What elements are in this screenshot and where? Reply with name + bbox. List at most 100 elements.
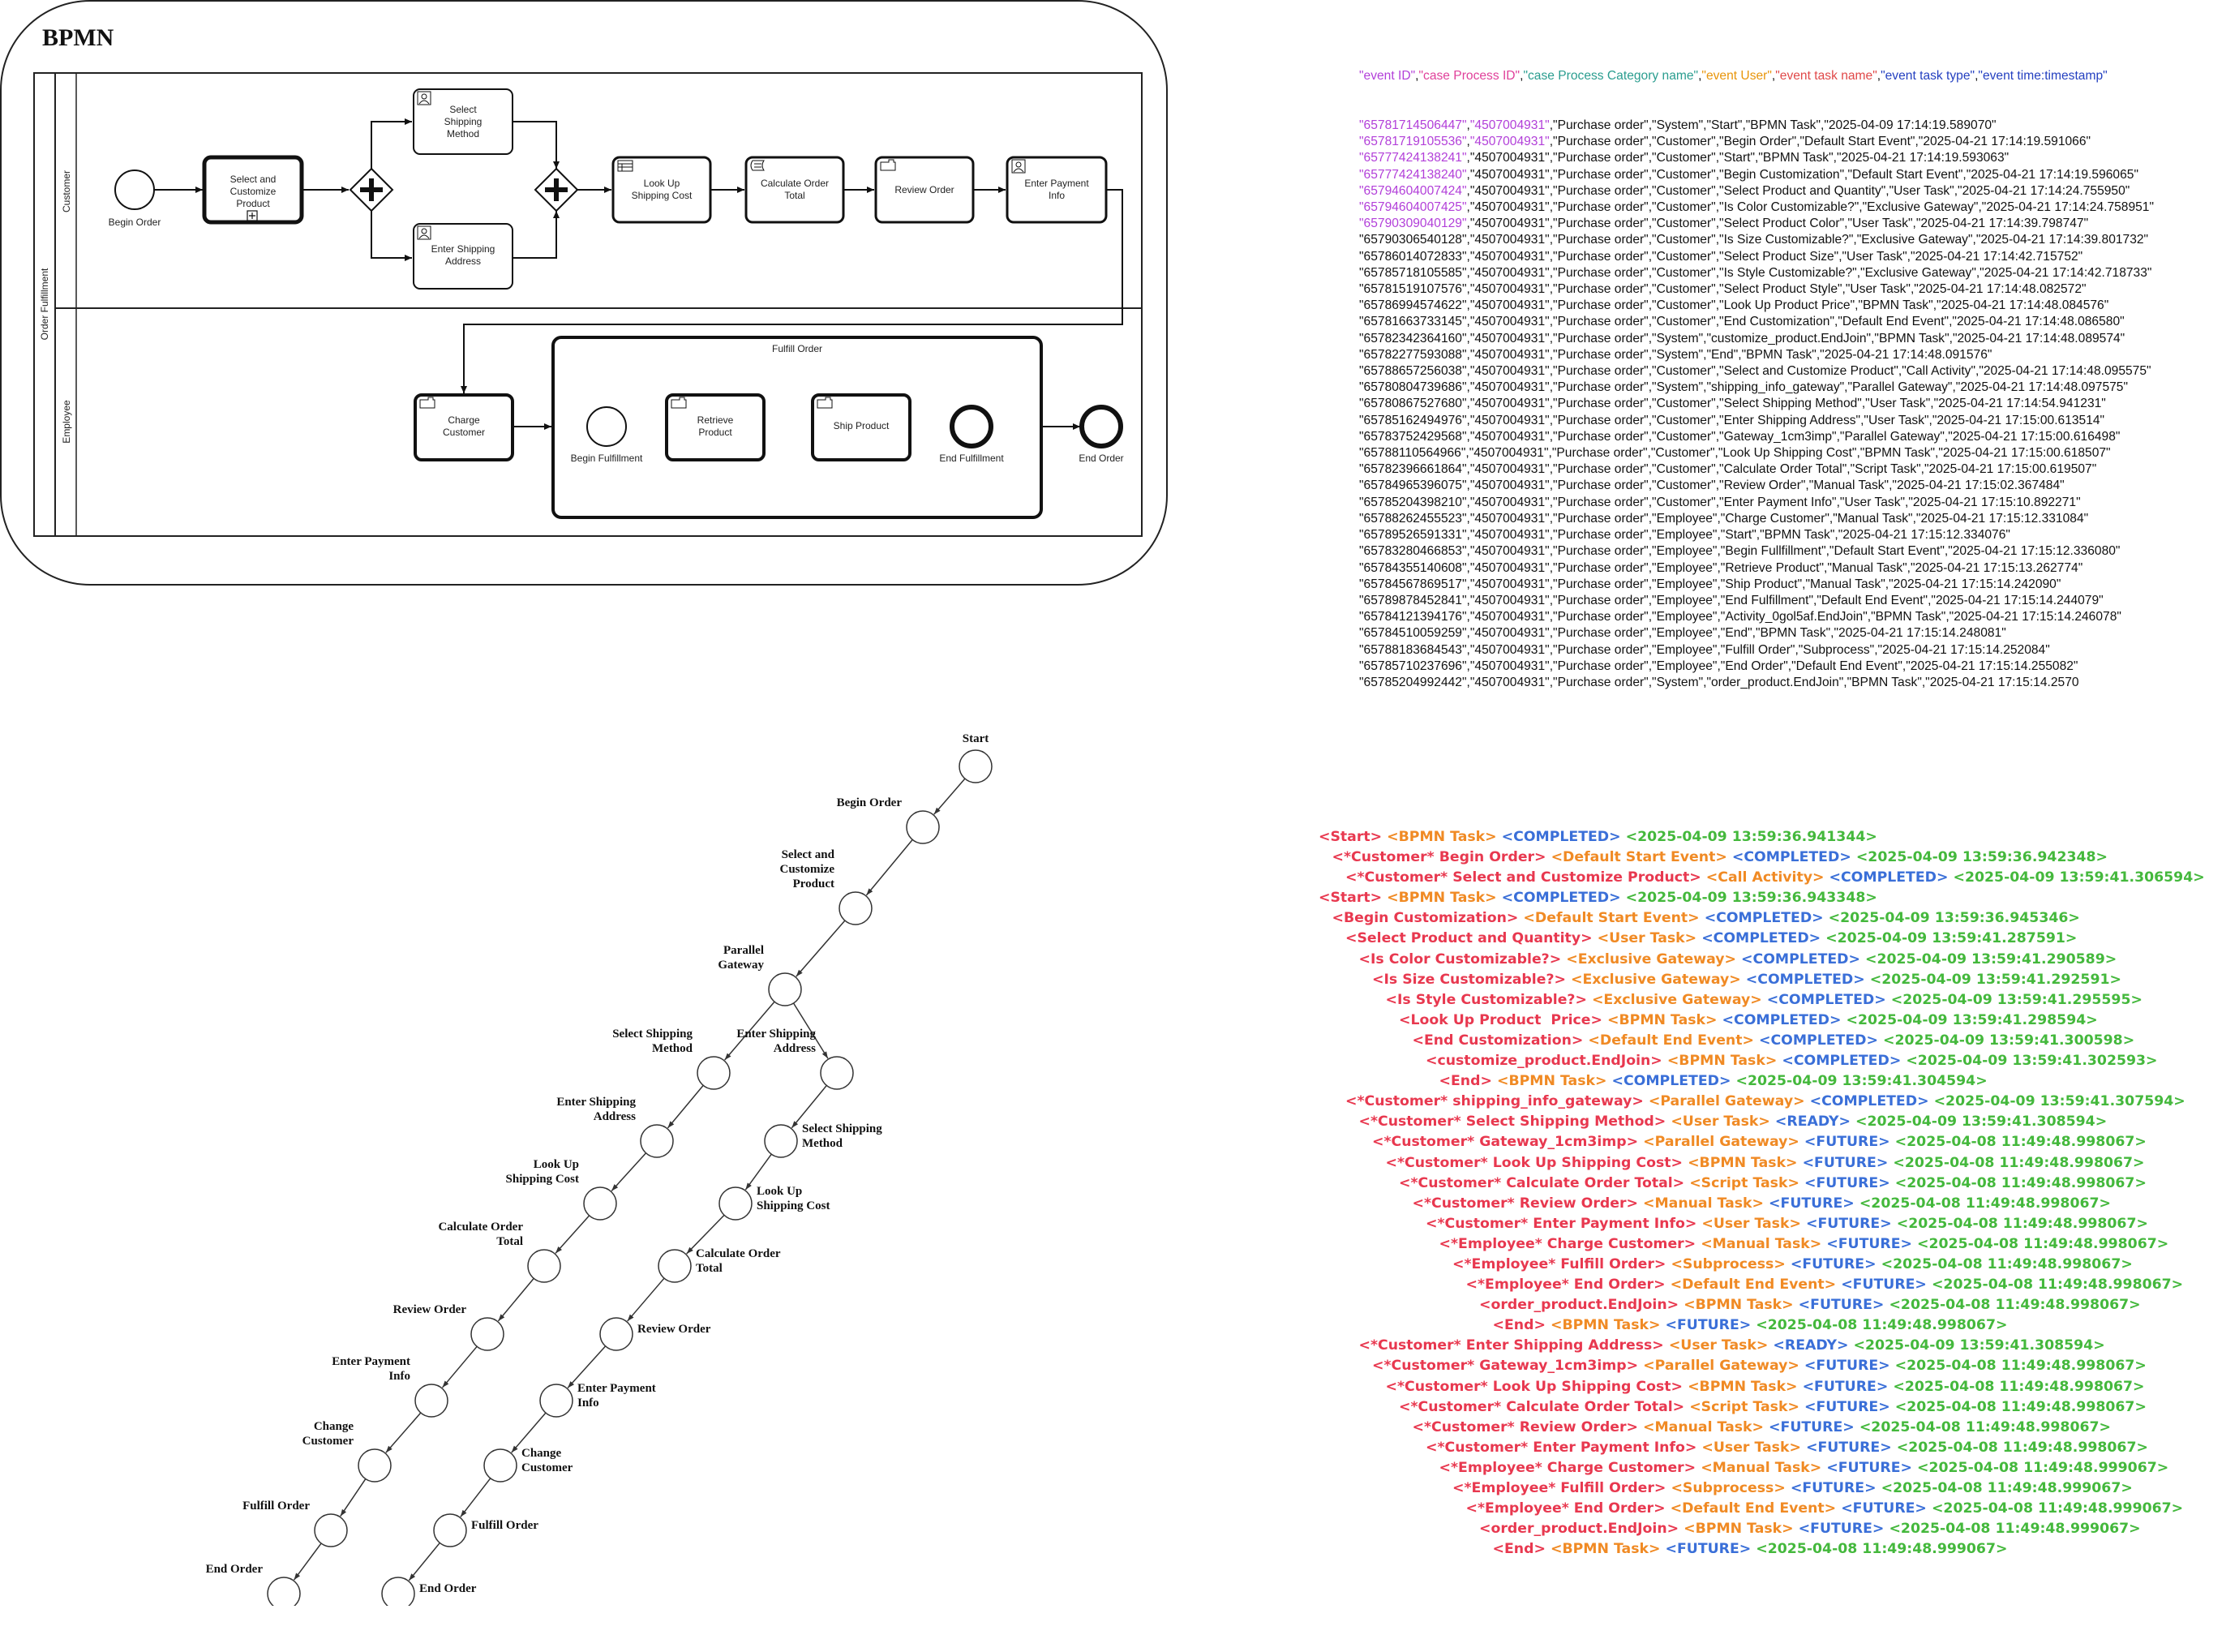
csv-header: "case Process ID" (1418, 69, 1521, 84)
tree-node-label: Fulfill Order (242, 1500, 310, 1513)
log-time: <2025-04-09 13:59:36.943348> (1625, 890, 1877, 907)
csv-cell: 4507004931 (1474, 626, 1546, 641)
tree-node (267, 1577, 301, 1606)
log-name: <*Customer* Review Order> (1412, 1418, 1638, 1435)
tree-node-label: End Order (419, 1582, 477, 1595)
csv-cell: 4507004931 (1474, 347, 1546, 362)
log-type: <User Task> (1701, 1439, 1801, 1456)
tree-node-label: Customize (780, 863, 835, 876)
csv-cell: 4507004931 (1474, 331, 1546, 345)
log-status: <FUTURE> (1804, 1174, 1890, 1191)
log-status: <FUTURE> (1769, 1418, 1855, 1435)
log-line: <*Customer* Enter Shipping Address> <Use… (1319, 1336, 2205, 1356)
csv-cell: 4507004931 (1474, 135, 1546, 149)
csv-cell: 4507004931 (1474, 495, 1546, 509)
csv-cell: 4507004931 (1474, 675, 1546, 689)
log-type: <BPMN Task> (1688, 1378, 1798, 1395)
csv-row: "65784567869517","4507004931","Purchase … (1359, 577, 2061, 591)
csv-cell: 65785204398210 (1363, 495, 1462, 509)
log-time: <2025-04-08 11:49:48.998067> (1894, 1358, 2147, 1375)
tree-node (959, 749, 993, 783)
log-name: <*Customer* Calculate Order Total> (1399, 1398, 1685, 1415)
csv-cell: 65786994574622 (1363, 298, 1462, 313)
log-time: <2025-04-08 11:49:48.999067> (1931, 1500, 2184, 1517)
csv-cell: "Purchase order","Employee","Fulfill Ord… (1553, 642, 2050, 657)
log-name: <*Customer* Enter Payment Info> (1426, 1439, 1697, 1456)
end-fulfillment-event (950, 405, 993, 448)
csv-cell: 65785204992442 (1363, 675, 1462, 689)
log-line: <*Customer* Look Up Shipping Cost> <BPMN… (1319, 1153, 2205, 1174)
csv-cell: 65784510059259 (1363, 626, 1462, 641)
csv-row: "65788262455523","4507004931","Purchase … (1359, 511, 2089, 526)
task-label: Address (445, 255, 481, 267)
log-name: <order_product.EndJoin> (1479, 1297, 1679, 1314)
log-type: <Default Start Event> (1551, 849, 1727, 866)
tree-node (433, 1513, 467, 1547)
tree-edge (627, 1277, 665, 1322)
log-type: <Parallel Gateway> (1643, 1358, 1799, 1375)
retrieve-product-task (665, 393, 766, 461)
log-line: <*Employee* Fulfill Order> <Subprocess> … (1319, 1478, 2205, 1499)
csv-cell: "Purchase order","Employee","Ship Produc… (1553, 577, 2061, 591)
log-name: <*Employee* End Order> (1465, 1277, 1666, 1294)
tree-node (414, 1384, 448, 1418)
bpmn-diagram: BPMN Order Fulfillment Customer Employee… (0, 0, 1168, 586)
log-status: <FUTURE> (1826, 1235, 1912, 1252)
csv-cell: 65777424138241 (1363, 151, 1462, 165)
task-label: Customer (443, 427, 485, 438)
fulfill-order-label: Fulfill Order (772, 343, 822, 354)
manual-task-icon (817, 397, 833, 409)
csv-cell: "Purchase order","Customer","Start","BPM… (1553, 151, 2010, 165)
tree-edge-arrow (385, 1445, 392, 1453)
log-status: <COMPLETED> (1731, 849, 1851, 866)
tree-node-label: Parallel (723, 944, 764, 957)
log-type: <BPMN Task> (1684, 1521, 1794, 1538)
tree-node (697, 1056, 731, 1090)
log-line: <*Customer* Begin Order> <Default Start … (1319, 847, 2205, 868)
log-status: <COMPLETED> (1809, 1093, 1929, 1110)
log-status: <FUTURE> (1802, 1154, 1889, 1171)
log-line: <Is Color Customizable?> <Exclusive Gate… (1319, 950, 2205, 970)
log-line: <*Employee* End Order> <Default End Even… (1319, 1275, 2205, 1295)
csv-row: "65786014072833","4507004931","Purchase … (1359, 249, 2083, 264)
log-name: <Is Size Customizable?> (1372, 971, 1566, 988)
user-task-icon (417, 225, 431, 240)
log-time: <2025-04-09 13:59:41.304594> (1735, 1073, 1988, 1090)
csv-cell: "Purchase order","Customer","Gateway_1cm… (1553, 429, 2121, 444)
log-line: <Select Product and Quantity> <User Task… (1319, 929, 2205, 949)
csv-cell: 4507004931 (1474, 610, 1546, 624)
log-name: <*Customer* Gateway_1cm3imp> (1372, 1358, 1639, 1375)
tree-edge (686, 1214, 725, 1255)
log-type: <BPMN Task> (1387, 890, 1497, 907)
tree-node (381, 1577, 415, 1606)
log-name: <*Employee* Fulfill Order> (1452, 1255, 1666, 1272)
csv-header-row: "event ID","case Process ID","case Proce… (1359, 69, 2108, 84)
manual-task-icon (671, 397, 687, 409)
tree-node-label: Calculate Order (438, 1221, 523, 1234)
csv-cell: 4507004931 (1474, 429, 1546, 444)
csv-row: "65788183684543","4507004931","Purchase … (1359, 642, 2050, 657)
csv-row: "65790306540128","4507004931","Purchase … (1359, 233, 2149, 247)
tree-edge-arrow (442, 1380, 449, 1388)
task-label: Shipping Cost (632, 190, 693, 201)
log-line: <*Customer* Review Order> <Manual Task> … (1319, 1418, 2205, 1438)
enter-payment-task (1006, 156, 1108, 224)
tree-node-label: Review Order (393, 1303, 467, 1316)
log-status: <FUTURE> (1798, 1521, 1885, 1538)
log-name: <*Customer* Review Order> (1412, 1195, 1638, 1212)
log-name: <*Customer* Look Up Shipping Cost> (1385, 1378, 1684, 1395)
log-status: <COMPLETED> (1501, 829, 1621, 845)
tree-node-label: Fulfill Order (471, 1519, 538, 1532)
script-task-icon (750, 160, 765, 171)
select-customize-task (202, 155, 304, 225)
log-line: <*Customer* Enter Payment Info> <User Ta… (1319, 1214, 2205, 1234)
end-order-label: End Order (1079, 453, 1123, 464)
csv-cell: 4507004931 (1473, 446, 1544, 461)
csv-row: "65788657256038","4507004931","Purchase … (1359, 364, 2151, 379)
csv-cell: 65786014072833 (1363, 249, 1462, 264)
tree-edge (293, 1543, 322, 1581)
log-time: <2025-04-09 13:59:41.308594> (1855, 1113, 2108, 1131)
log-status: <FUTURE> (1790, 1255, 1877, 1272)
csv-row: "65780804739686","4507004931","Purchase … (1359, 380, 2129, 395)
log-time: <2025-04-09 13:59:41.290589> (1865, 950, 2117, 968)
